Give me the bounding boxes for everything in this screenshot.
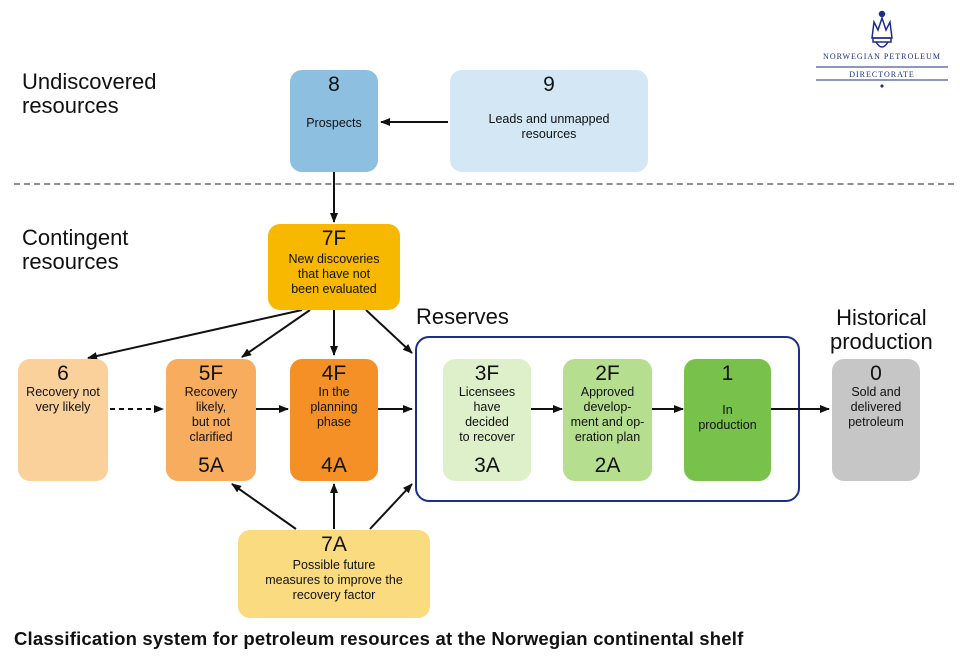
box-5-text-line: Recovery <box>184 385 238 399</box>
box-5-text: Recovery likely, but not clarified <box>185 385 238 445</box>
label-historical-line1: Historical <box>836 305 927 330</box>
box-3-text-line: have <box>473 400 501 414</box>
box-1-in-production: 1 In production <box>684 359 771 481</box>
arrow-7F-to-reserves <box>365 309 413 354</box>
box-2-text-line: eration plan <box>574 430 641 444</box>
box-1-text: In production <box>698 403 756 433</box>
box-6-text: Recovery not very likely <box>26 385 100 415</box>
box-6-recovery-not-likely: 6 Recovery not very likely <box>18 359 108 481</box>
label-historical-production: Historical production <box>830 306 933 354</box>
label-undiscovered-line1: Undiscovered <box>22 69 157 94</box>
box-0-number: 0 <box>870 362 882 385</box>
box-5-recovery-likely: 5F Recovery likely, but not clarified 5A <box>166 359 256 481</box>
box-8-number: 8 <box>328 73 340 96</box>
arrow-7F-to-5F <box>241 309 311 358</box>
box-7F-text: New discoveries that have not been evalu… <box>288 252 379 297</box>
section-divider <box>14 183 954 185</box>
box-2-text-line: Approved <box>580 385 635 399</box>
box-7F-text-line: New discoveries <box>288 252 380 266</box>
box-7F-number: 7F <box>321 227 347 250</box>
box-1-text-line: In <box>722 403 733 417</box>
box-4-text-line: phase <box>316 415 352 429</box>
box-3-text: Licensees have decided to recover <box>459 385 515 445</box>
label-reserves: Reserves <box>416 304 509 329</box>
arrow-7F-to-6 <box>87 309 303 360</box>
label-contingent-line1: Contingent <box>22 225 129 250</box>
label-historical-line2: production <box>830 329 933 354</box>
box-3F-number: 3F <box>474 362 500 385</box>
box-3-text-line: to recover <box>459 430 515 444</box>
box-2-text-line: develop- <box>583 400 632 414</box>
box-6-number: 6 <box>57 362 69 385</box>
box-2-text-line: ment and op- <box>570 415 645 429</box>
box-0-text-line: Sold and <box>851 385 901 399</box>
box-9-text: Leads and unmapped resources <box>489 112 610 142</box>
box-9-text-line: resources <box>521 127 577 141</box>
box-5-text-line: likely, <box>195 400 227 414</box>
box-7A-text-line: Possible future <box>292 558 376 572</box>
box-5-text-line: but not <box>191 415 231 429</box>
box-9-text-line: Leads and unmapped <box>488 112 610 126</box>
box-9-number: 9 <box>543 73 555 96</box>
box-4-text-line: planning <box>310 400 358 414</box>
box-0-sold-delivered: 0 Sold and delivered petroleum <box>832 359 920 481</box>
box-4-text-line: In the <box>318 385 350 399</box>
box-0-text-line: delivered <box>850 400 902 414</box>
box-3-licensees-decided: 3F Licensees have decided to recover 3A <box>443 359 531 481</box>
crown-emblem-icon <box>816 10 948 88</box>
box-4-planning-phase: 4F In the planning phase 4A <box>290 359 378 481</box>
box-7F-new-discoveries: 7F New discoveries that have not been ev… <box>268 224 400 310</box>
label-undiscovered-line2: resources <box>22 93 119 118</box>
box-0-text: Sold and delivered petroleum <box>848 385 904 430</box>
box-7A-text: Possible future measures to improve the … <box>265 558 403 603</box>
diagram-caption: Classification system for petroleum reso… <box>14 628 744 649</box>
npd-logo: NORWEGIAN PETROLEUM DIRECTORATE <box>812 8 952 88</box>
box-7A-future-measures: 7A Possible future measures to improve t… <box>238 530 430 618</box>
box-3-text-line: decided <box>465 415 509 429</box>
box-7F-text-line: that have not <box>297 267 371 281</box>
reserves-frame <box>415 336 800 502</box>
box-4A-number: 4A <box>321 454 347 477</box>
box-5-text-line: clarified <box>189 430 233 444</box>
logo-text-line2: DIRECTORATE <box>849 70 915 79</box>
box-7F-text-line: been evaluated <box>291 282 377 296</box>
box-7A-text-line: recovery factor <box>292 588 376 602</box>
box-7A-number: 7A <box>321 533 347 556</box>
box-6-text-line: Recovery not <box>26 385 100 399</box>
arrow-7A-to-5A <box>231 483 297 530</box>
box-2F-number: 2F <box>595 362 620 385</box>
box-5F-number: 5F <box>198 362 224 385</box>
label-undiscovered-resources: Undiscovered resources <box>22 70 157 118</box>
box-1-number: 1 <box>721 362 734 385</box>
box-5A-number: 5A <box>198 454 224 477</box>
box-2-approved-plan: 2F Approved develop- ment and op- eratio… <box>563 359 652 481</box>
box-4F-number: 4F <box>321 362 347 385</box>
box-7A-text-line: measures to improve the <box>265 573 403 587</box>
box-4-text: In the planning phase <box>310 385 357 430</box>
arrow-7A-to-reserves <box>369 483 413 530</box>
box-0-text-line: petroleum <box>848 415 904 429</box>
box-8-text: Prospects <box>306 116 362 130</box>
logo-text-line1: NORWEGIAN PETROLEUM <box>823 52 941 61</box>
box-3A-number: 3A <box>474 454 500 477</box>
box-8-prospects: 8 Prospects <box>290 70 378 172</box>
box-3-text-line: Licensees <box>458 385 516 399</box>
label-contingent-resources: Contingent resources <box>22 226 128 274</box>
label-contingent-line2: resources <box>22 249 119 274</box>
box-1-text-line: production <box>698 418 757 432</box>
box-2A-number: 2A <box>594 454 621 477</box>
box-6-text-line: very likely <box>35 400 91 414</box>
box-2-text: Approved develop- ment and op- eration p… <box>571 385 645 445</box>
box-9-leads: 9 Leads and unmapped resources <box>450 70 648 172</box>
